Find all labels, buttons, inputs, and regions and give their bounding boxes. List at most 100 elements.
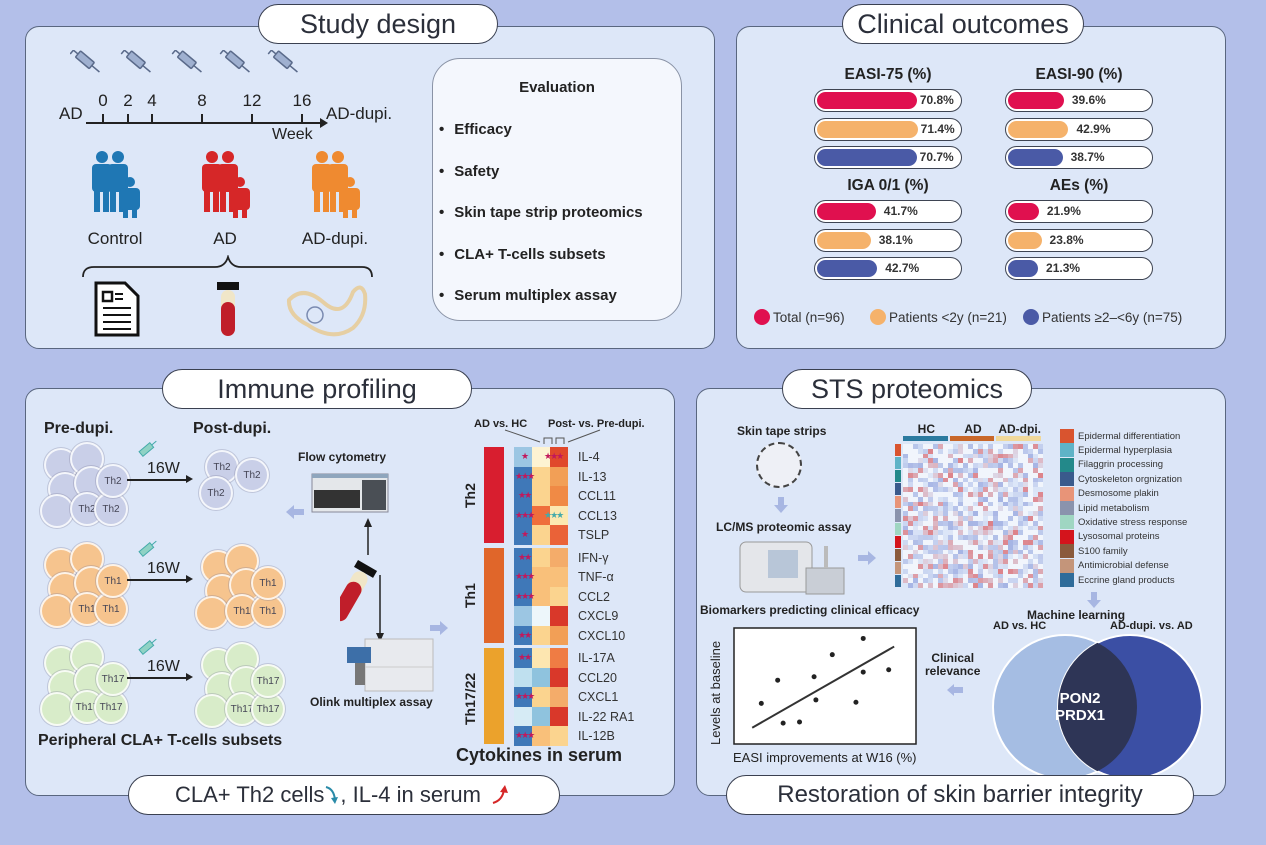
sts-heatmap-cell — [1038, 544, 1043, 550]
venn-intersection — [1058, 635, 1137, 779]
heatmap-cell — [532, 667, 550, 687]
sts-heatmap-cell — [953, 496, 958, 502]
legend-item: Patients <2y (n=21) — [870, 309, 1007, 325]
sts-heatmap-cell — [1033, 520, 1038, 526]
sts-heatmap-cell — [953, 554, 958, 560]
timeline-end-label: AD-dupi. — [326, 104, 393, 123]
sts-heatmap-cell — [1003, 487, 1008, 492]
sts-heatmap-cell — [968, 468, 973, 473]
sts-heatmap-cell — [1013, 530, 1018, 536]
arrowhead — [186, 475, 193, 483]
sts-heatmap-cell — [1013, 501, 1018, 507]
sts-heatmap-cell — [918, 453, 923, 459]
significance-stars: ★ — [521, 451, 529, 461]
sts-heatmap-cell — [1033, 482, 1038, 488]
sts-heatmap-cell — [1028, 549, 1033, 555]
sts-heatmap-cell — [923, 492, 928, 497]
cell-icon: Th2 — [96, 464, 130, 498]
sts-heatmap-cell — [908, 501, 913, 507]
people-group-icon — [92, 151, 140, 218]
sts-heatmap-cell — [1028, 540, 1033, 545]
sts-heatmap-cell — [933, 578, 938, 584]
sts-heatmap-cell — [988, 463, 993, 468]
metric-title: EASI-90 (%) — [1035, 66, 1123, 83]
sts-heatmap-cell — [913, 573, 918, 579]
sts-heatmap-cell — [973, 458, 978, 464]
heatmap-cell — [550, 447, 568, 467]
timeline-tick — [102, 114, 104, 122]
sts-heatmap-cell — [1028, 482, 1033, 488]
sts-heatmap-cell — [968, 583, 973, 588]
sts-heatmap-cell — [903, 492, 908, 497]
sts-heatmap-cell — [963, 477, 968, 483]
cell-icon — [40, 594, 74, 628]
legend-swatch — [870, 309, 886, 325]
sts-heatmap-cell — [908, 496, 913, 502]
sts-heatmap-cell — [1018, 444, 1023, 449]
bar-value: 39.6% — [1071, 93, 1106, 107]
sts-heatmap-cell — [1008, 544, 1013, 550]
sts-heatmap-cell — [958, 448, 963, 454]
sts-legend-item: Antimicrobial defense — [1060, 558, 1169, 573]
sts-heatmap-cell — [913, 578, 918, 584]
sts-heatmap-cell — [1018, 448, 1023, 454]
sts-heatmap-cell — [1023, 487, 1028, 492]
sts-heatmap-cell — [953, 549, 958, 555]
conclusion-th2-text: CLA+ Th2 cells — [174, 782, 325, 807]
sts-heatmap-cell — [913, 516, 918, 521]
sts-heatmap-cell — [1008, 506, 1013, 512]
sts-heatmap-cell — [958, 540, 963, 545]
sts-heatmap-cell — [998, 516, 1003, 521]
sts-heatmap-cell — [1028, 448, 1033, 454]
sts-heatmap-cell — [923, 568, 928, 574]
heatmap-cell — [532, 525, 550, 545]
sts-heatmap-cell — [1033, 472, 1038, 478]
bullet: • — [439, 162, 445, 180]
sts-heatmap-cell — [973, 516, 978, 521]
sts-heatmap-cell — [1003, 482, 1008, 488]
sts-heatmap-cell — [1038, 535, 1043, 540]
sts-heatmap-cell — [1023, 477, 1028, 483]
sts-heatmap-cell — [978, 496, 983, 502]
scatter-plot — [733, 627, 917, 745]
sts-heatmap-cell — [913, 487, 918, 492]
sts-heatmap-cell — [998, 463, 1003, 468]
cytokine-label: CCL2 — [578, 589, 610, 604]
sts-heatmap-cell — [913, 549, 918, 555]
sts-heatmap-cell — [938, 496, 943, 502]
sts-heatmap-cell — [1013, 554, 1018, 560]
scatter-point — [780, 720, 786, 726]
group-label: AD-dupi. — [301, 229, 369, 248]
sts-heatmap-cell — [933, 444, 938, 449]
sts-heatmap-cell — [943, 468, 948, 473]
bar-fill — [817, 203, 876, 220]
sts-heatmap-cell — [1008, 448, 1013, 454]
sts-heatmap-cell — [1033, 535, 1038, 540]
sts-heatmap-cell — [933, 477, 938, 483]
sts-heatmap-cell — [968, 554, 973, 560]
sts-heatmap-cell — [938, 444, 943, 449]
sts-heatmap-cell — [958, 496, 963, 502]
sts-legend-item: Filaggrin processing — [1060, 457, 1163, 472]
cytokine-label: CXCL10 — [578, 628, 626, 643]
sts-heatmap-cell — [1003, 564, 1008, 569]
sts-heatmap-cell — [938, 554, 943, 560]
sts-heatmap-cell — [968, 516, 973, 521]
sts-heatmap-cell — [918, 468, 923, 473]
sts-legend-label: Lipid metabolism — [1078, 502, 1150, 514]
sts-heatmap-cell — [983, 501, 988, 507]
sts-heatmap-cell — [923, 554, 928, 560]
sts-heatmap-cell — [943, 453, 948, 459]
sts-heatmap-cell — [933, 482, 938, 488]
sts-heatmap-cell — [1023, 472, 1028, 478]
cytokine-label: IL-4 — [578, 450, 600, 464]
sts-heatmap-cell — [993, 544, 998, 550]
sts-heatmap-cell — [953, 559, 958, 564]
sts-heatmap-cell — [1023, 496, 1028, 502]
sts-heatmap-cell — [1013, 573, 1018, 579]
sts-heatmap-cell — [953, 578, 958, 584]
biomarker-title: Biomarkers predicting clinical efficacy — [700, 603, 920, 617]
sts-heatmap-cell — [1023, 463, 1028, 468]
sts-heatmap-cell — [953, 573, 958, 579]
sts-heatmap-cell — [943, 506, 948, 512]
